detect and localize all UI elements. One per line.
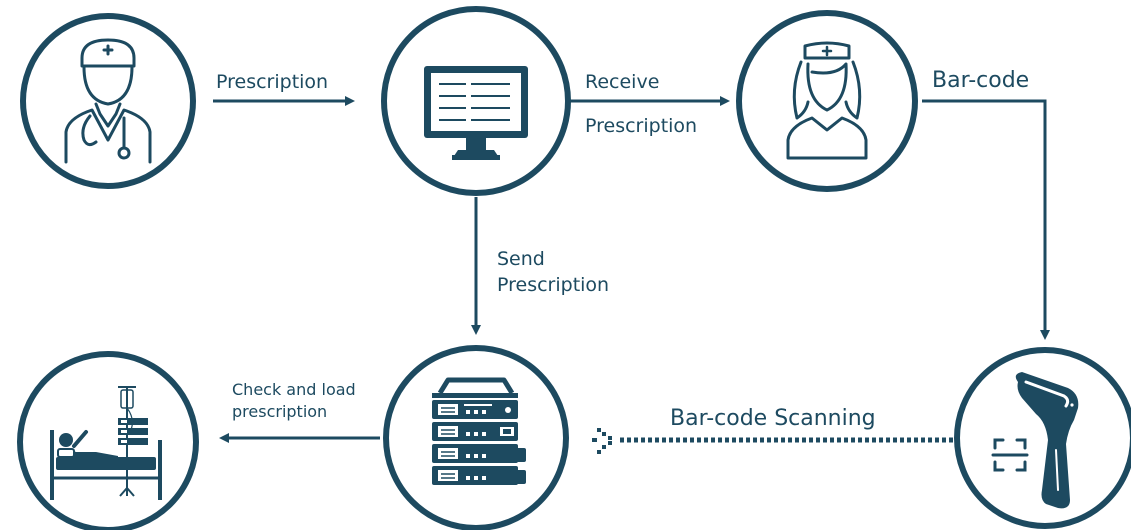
nurse-icon [786, 41, 868, 160]
node-scanner [954, 347, 1131, 529]
node-pump [383, 345, 569, 530]
arrow-nurse-to-scanner [922, 99, 1050, 340]
label-send-line2: Prescription [497, 274, 609, 296]
barcode-scanner-icon [991, 372, 1079, 509]
computer-monitor-icon [424, 66, 528, 160]
label-barcode-scanning: Bar-code Scanning [670, 406, 876, 431]
doctor-icon [64, 38, 152, 164]
infusion-pump-stack-icon [432, 377, 526, 485]
node-doctor [20, 13, 196, 189]
label-send-line1: Send [497, 248, 545, 270]
node-patient [17, 351, 199, 530]
patient-bed-iv-icon [50, 386, 162, 500]
label-check-line2: prescription [232, 402, 327, 421]
node-computer [381, 6, 571, 196]
label-receive-line1: Receive [585, 71, 659, 93]
label-check-line1: Check and load [232, 380, 356, 399]
label-prescription: Prescription [216, 71, 328, 93]
label-barcode: Bar-code [932, 68, 1029, 93]
node-nurse [736, 10, 918, 192]
label-receive-line2: Prescription [585, 115, 697, 137]
dotted-arrow-scanner-to-pump [592, 428, 953, 454]
